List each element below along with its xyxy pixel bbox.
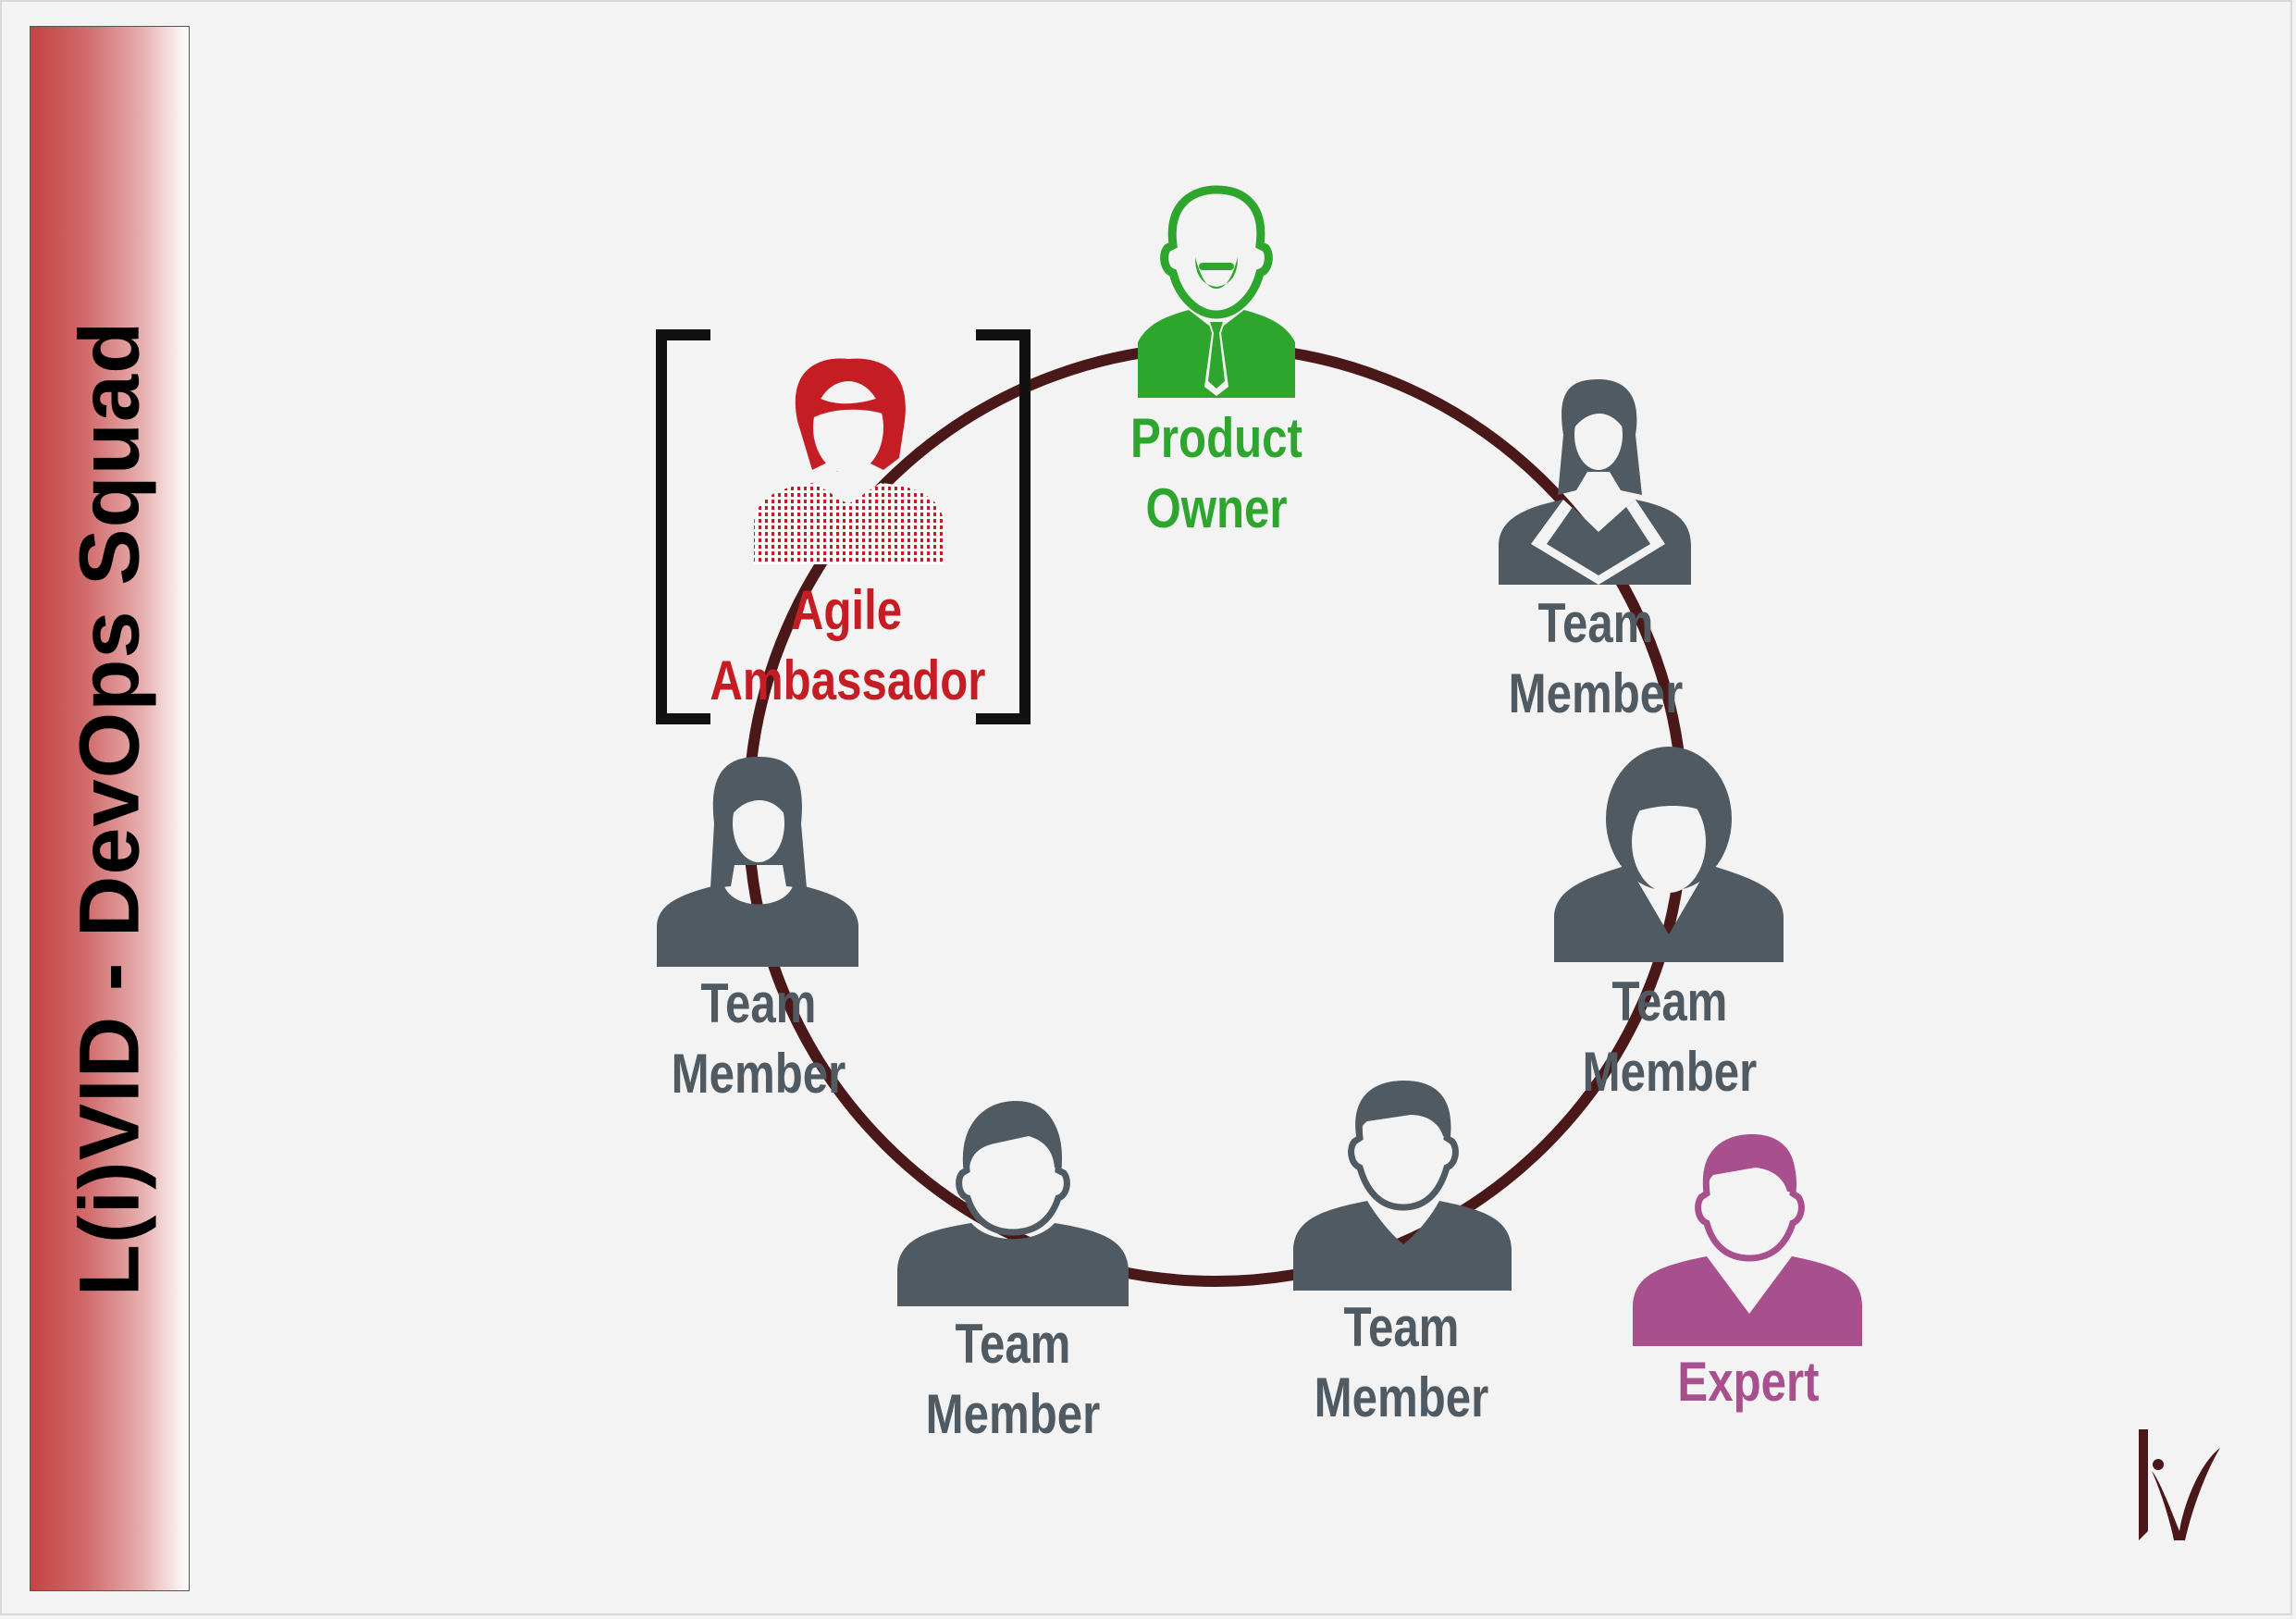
ambassador-bracket [656, 329, 1031, 724]
agile-ambassador-line2: Ambassador [710, 649, 986, 711]
team-member-line1: Team [1537, 592, 1654, 654]
red-haired-woman-icon [754, 358, 944, 564]
bearded-man-with-tie-icon [1138, 185, 1295, 398]
team-member-line2: Member [1508, 662, 1684, 724]
man-icon [1293, 1081, 1512, 1291]
agile-ambassador-label: Agile Ambassador [710, 575, 986, 716]
team-member-label: Team Member [922, 1309, 1105, 1450]
team-member-label: Team Member [1311, 1292, 1493, 1433]
product-owner-label: Product Owner [1126, 403, 1308, 544]
agile-ambassador-line1: Agile [790, 579, 903, 641]
team-member-line1: Team [700, 972, 817, 1034]
team-member-line2: Member [671, 1043, 846, 1105]
team-member-label: Team Member [1579, 967, 1761, 1107]
expert-label: Expert [1658, 1347, 1840, 1417]
team-member-line1: Team [1343, 1296, 1460, 1358]
product-owner-line1: Product [1130, 407, 1302, 469]
team-member-label: Team Member [668, 969, 850, 1109]
team-member-label: Team Member [1505, 588, 1687, 729]
team-member-line2: Member [1582, 1041, 1758, 1103]
expert-man-icon [1633, 1134, 1862, 1346]
team-member-line2: Member [1314, 1366, 1489, 1428]
title-sidebar: L(i)VID - DevOps Squad [30, 26, 190, 1591]
livid-logo [2139, 1429, 2220, 1540]
product-owner-line2: Owner [1145, 477, 1288, 539]
young-man-icon [897, 1101, 1129, 1306]
expert-line1: Expert [1677, 1351, 1820, 1413]
woman-long-hair-icon [657, 757, 858, 967]
woman-in-suit-icon [1499, 379, 1691, 585]
team-member-line2: Member [925, 1383, 1101, 1445]
team-member-line1: Team [1611, 970, 1728, 1032]
team-member-line1: Team [955, 1313, 1071, 1375]
woman-short-hair-icon [1554, 747, 1784, 962]
